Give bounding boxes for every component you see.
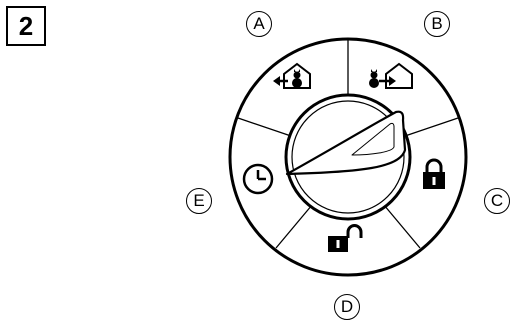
callout-e: E xyxy=(186,188,212,214)
clock-icon xyxy=(242,163,274,195)
knob-pointer xyxy=(285,110,407,176)
pet-exit-house-icon xyxy=(273,62,311,89)
knob-pointer-inner xyxy=(351,122,395,156)
locked-padlock-icon xyxy=(423,158,445,189)
callout-b: B xyxy=(424,11,450,37)
pet-enter-house-icon xyxy=(369,62,413,89)
callout-c: C xyxy=(484,188,510,214)
callout-d: D xyxy=(334,294,360,320)
dial-segment-dividers xyxy=(237,40,459,249)
unlocked-padlock-icon xyxy=(328,224,363,252)
rotary-knob[interactable] xyxy=(284,93,412,221)
callout-a: A xyxy=(246,11,272,37)
step-number: 2 xyxy=(6,6,46,46)
